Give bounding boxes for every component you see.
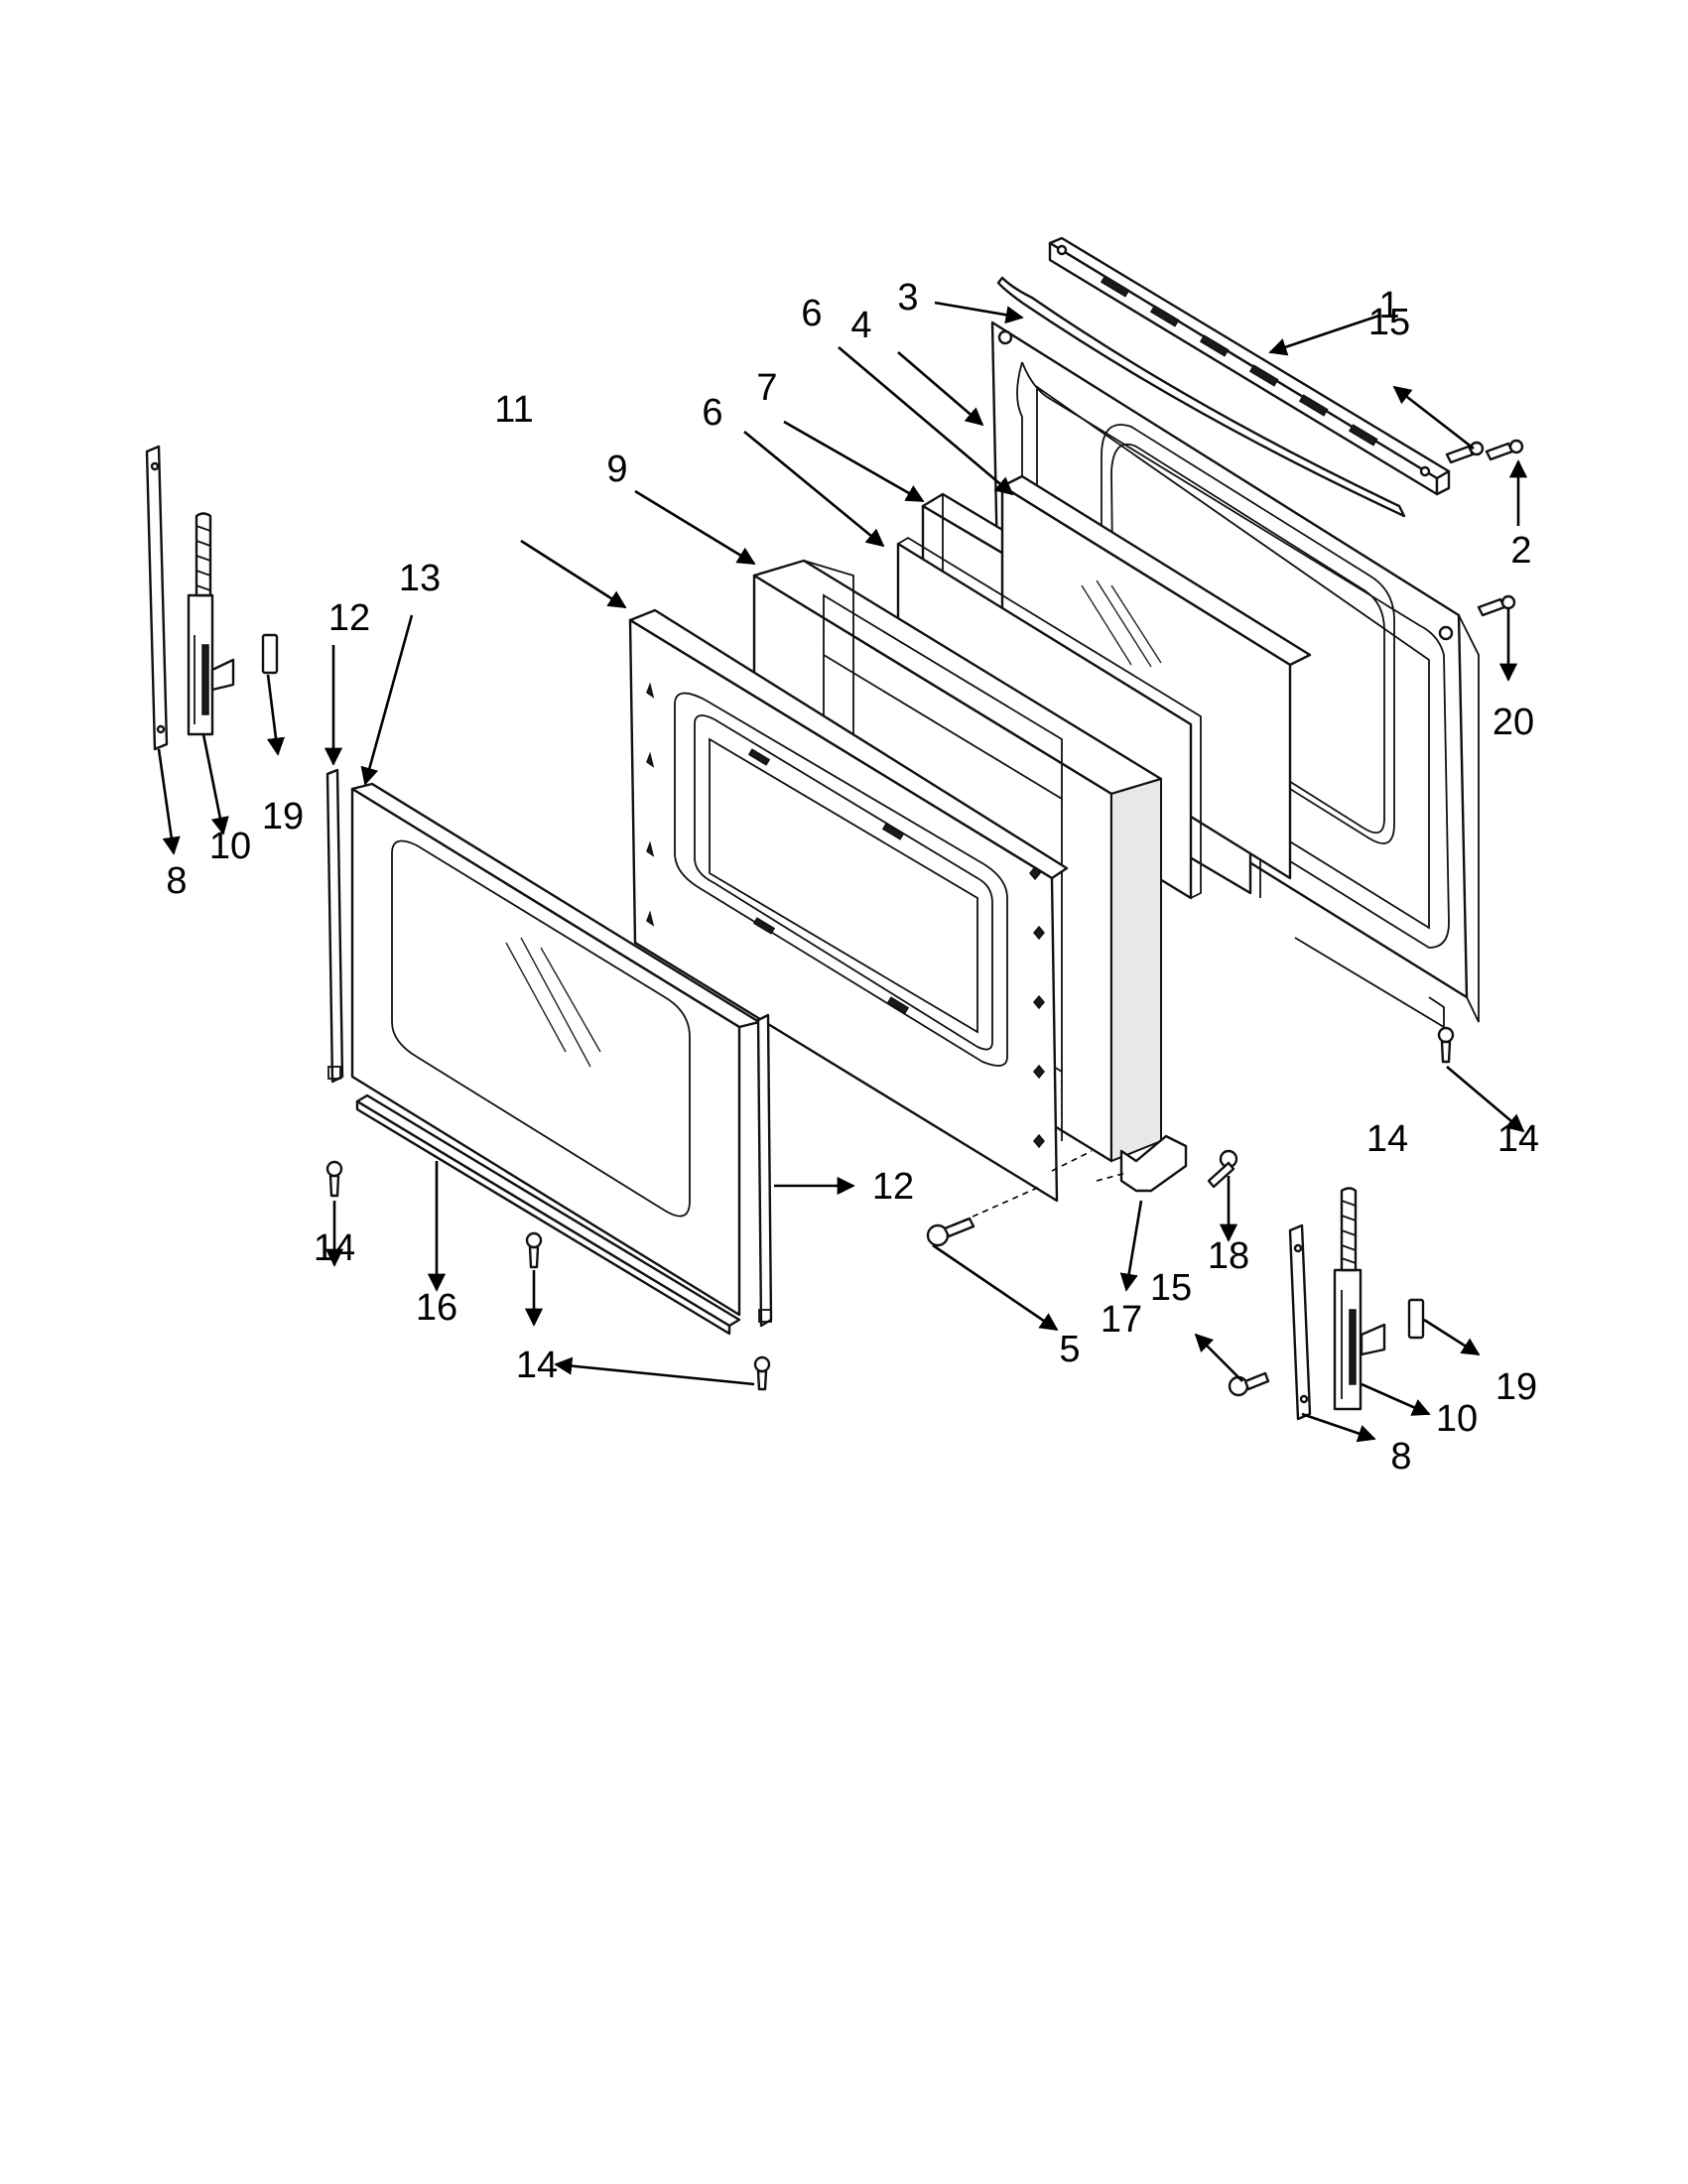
callout-13: 13	[399, 558, 441, 599]
bracket-part	[1096, 1134, 1188, 1193]
screw-14-right	[1437, 1026, 1455, 1064]
callout-3: 3	[897, 277, 918, 319]
callout-15b: 15	[1150, 1267, 1192, 1309]
window-frame-part	[628, 608, 1069, 1203]
callout-15a: 15	[1368, 302, 1410, 343]
callout-20: 20	[1493, 702, 1534, 743]
handle-strip-part	[996, 276, 1406, 518]
screw-18	[1207, 1149, 1238, 1189]
callout-1: 1	[1378, 285, 1399, 326]
callout-19b: 19	[1495, 1366, 1537, 1408]
screw-14-bottom	[753, 1355, 771, 1391]
callout-17: 17	[1101, 1299, 1142, 1341]
callout-12a: 12	[328, 597, 370, 639]
callout-8a: 8	[166, 860, 187, 902]
vent-trim-part	[1048, 236, 1451, 496]
callout-10b: 10	[1436, 1398, 1478, 1440]
screw-15-top	[1445, 441, 1485, 464]
callout-18: 18	[1208, 1235, 1249, 1277]
screw-14-mid	[525, 1231, 543, 1269]
callout-12b: 12	[872, 1166, 914, 1208]
callout-16: 16	[416, 1287, 457, 1329]
screw-15-bottom	[1228, 1371, 1270, 1397]
callout-14b: 14	[314, 1227, 355, 1269]
callout-14a: 14	[1497, 1118, 1539, 1160]
side-trim-right-part	[756, 1013, 773, 1328]
callout-8b: 8	[1390, 1436, 1411, 1477]
callout-10a: 10	[209, 826, 251, 867]
callout-labels: 1 2 3 4 5 6 6 7 8 8 9 10 10 11 12 12 13 …	[166, 277, 1539, 1477]
bottom-trim-part	[355, 1093, 741, 1336]
callout-7: 7	[756, 367, 777, 409]
callout-14c: 14	[516, 1345, 558, 1386]
callout-11: 11	[494, 389, 533, 431]
screw-5	[926, 1217, 975, 1247]
side-trim-left-part	[325, 768, 344, 1084]
callout-2: 2	[1510, 530, 1531, 572]
callout-19a: 19	[262, 796, 304, 837]
callout-9: 9	[606, 449, 627, 490]
right-hinge-assembly	[1288, 1187, 1425, 1421]
screw-2	[1485, 439, 1524, 461]
callout-4: 4	[850, 305, 871, 346]
screw-14-left	[325, 1160, 343, 1198]
callout-6a: 6	[801, 293, 822, 334]
callout-5: 5	[1059, 1329, 1080, 1370]
callout-14d: 14	[1366, 1118, 1408, 1160]
callout-6b: 6	[702, 392, 722, 434]
leader-lines	[157, 301, 1528, 1443]
left-hinge-assembly	[145, 445, 279, 751]
